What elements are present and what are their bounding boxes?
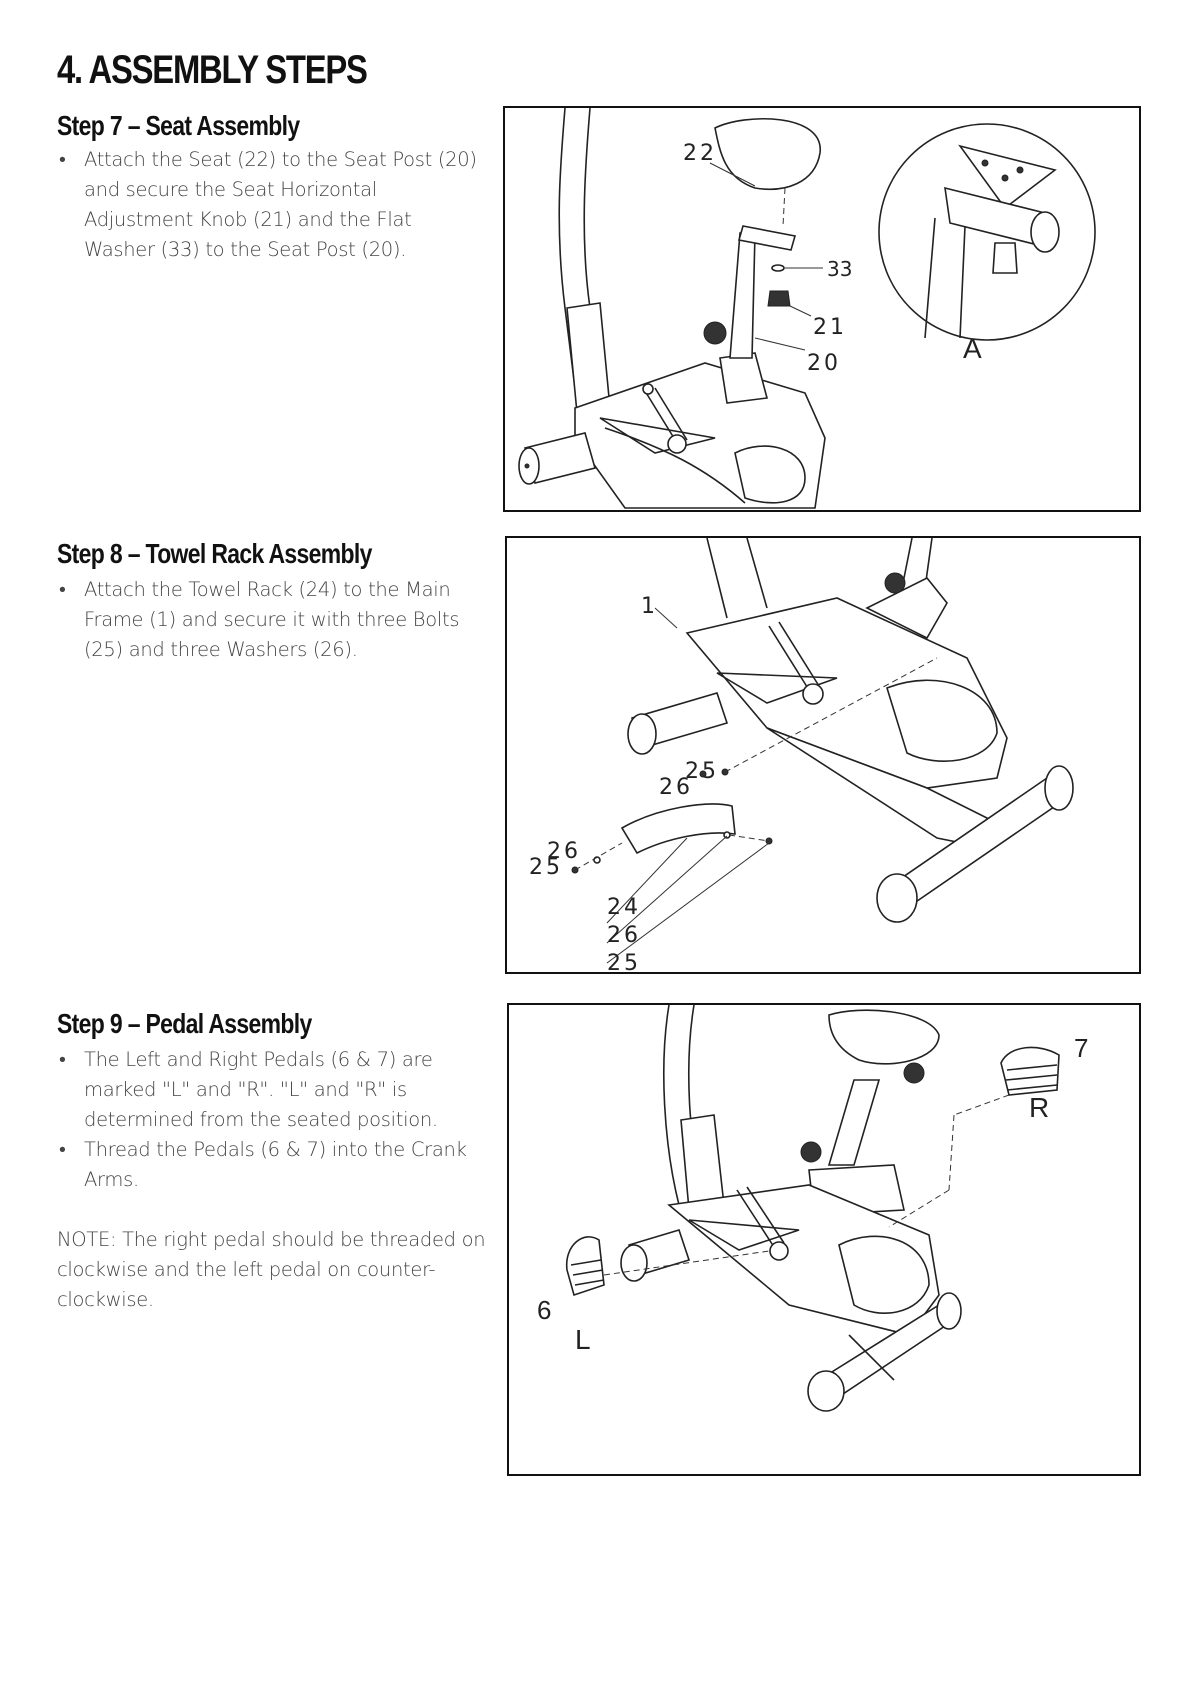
- column-cover: [566, 302, 611, 414]
- left-pedal-6: [566, 1236, 605, 1297]
- crank-arm: [644, 390, 678, 444]
- seat-post-sleeve: [719, 352, 769, 404]
- right-pedal-7: [1000, 1046, 1060, 1096]
- towel-rack-diagram: 1 25 26 26 25 24 26 25: [529, 538, 1074, 972]
- pedal-assembly-diagram: 7 R 6 L: [537, 1005, 1088, 1412]
- seat-assembly-diagram: 22 33 21 20 A: [518, 108, 1096, 509]
- callout-l: L: [575, 1324, 591, 1355]
- callout-20: 20: [807, 351, 841, 376]
- callout-24: 24: [607, 895, 641, 920]
- step-8-instructions: Attach the Towel Rack (24) to the Main F…: [57, 575, 487, 665]
- callout-26-left: 26: [547, 839, 581, 864]
- detail-circle-a: [878, 123, 1096, 341]
- step-9-instructions: The Left and Right Pedals (6 & 7) are ma…: [57, 1045, 487, 1315]
- step-7-bullet-1: Attach the Seat (22) to the Seat Post (2…: [57, 145, 487, 265]
- seat-post-20: [729, 232, 756, 359]
- callout-26-bottom: 26: [607, 923, 641, 948]
- height-knob: [703, 321, 727, 345]
- towel-rack-24: [620, 803, 736, 855]
- step-7-instructions: Attach the Seat (22) to the Seat Post (2…: [57, 145, 487, 265]
- handlebar-post: [558, 108, 576, 389]
- page-title: 4. ASSEMBLY STEPS: [57, 48, 368, 92]
- step-9-figure: 7 R 6 L: [507, 1003, 1141, 1476]
- step-9-bullet-2: Thread the Pedals (6 & 7) into the Crank…: [57, 1135, 487, 1195]
- callout-r: R: [1029, 1092, 1049, 1123]
- adjustment-knob-21: [767, 290, 791, 307]
- callout-7: 7: [1074, 1033, 1088, 1063]
- callout-33: 33: [827, 257, 852, 281]
- seat-22: [714, 117, 821, 190]
- step-9-note: NOTE: The right pedal should be threaded…: [57, 1228, 486, 1311]
- step-7-figure: 22 33 21 20 A: [503, 106, 1141, 512]
- callout-25-bottom: 25: [607, 951, 641, 972]
- flat-washer-33: [771, 264, 785, 272]
- callout-21: 21: [813, 315, 847, 340]
- step-8-figure: 1 25 26 26 25 24 26 25: [505, 536, 1141, 974]
- callout-a: A: [963, 333, 982, 364]
- callout-22: 22: [683, 141, 717, 166]
- step-9-bullet-1: The Left and Right Pedals (6 & 7) are ma…: [57, 1045, 487, 1135]
- callout-6: 6: [537, 1295, 551, 1325]
- step-9-heading: Step 9 – Pedal Assembly: [57, 1008, 312, 1039]
- washer-26-top: [699, 770, 707, 778]
- callout-26-top: 26: [659, 775, 693, 800]
- step-8-heading: Step 8 – Towel Rack Assembly: [57, 538, 372, 569]
- callout-25-left: 25: [529, 855, 563, 880]
- step-7-heading: Step 7 – Seat Assembly: [57, 110, 300, 141]
- callout-1: 1: [641, 594, 658, 619]
- step-8-bullet-1: Attach the Towel Rack (24) to the Main F…: [57, 575, 487, 665]
- callout-25-top: 25: [685, 759, 719, 784]
